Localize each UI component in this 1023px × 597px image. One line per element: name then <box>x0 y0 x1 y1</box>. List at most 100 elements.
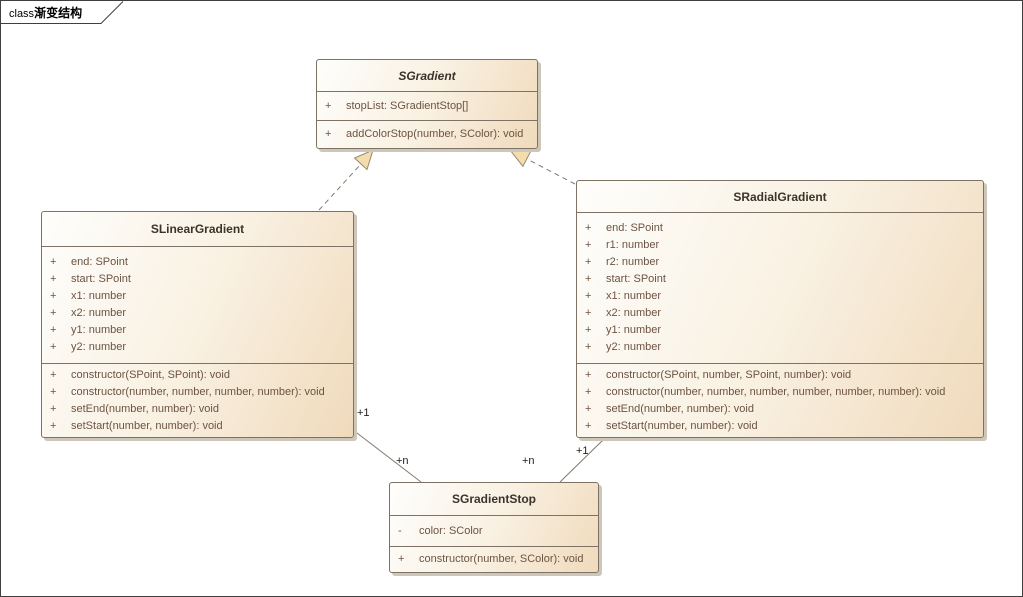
visibility-sign: + <box>585 307 592 319</box>
visibility-sign: + <box>585 290 592 302</box>
attribute-text: r1: number <box>606 239 660 251</box>
attribute-text: x1: number <box>606 290 662 302</box>
method-text: setEnd(number, number): void <box>606 402 754 415</box>
multiplicity-label-sradial-source: +1 <box>576 445 589 457</box>
attribute-text: y1: number <box>71 324 127 336</box>
method-text: constructor(number, number, number, numb… <box>71 385 325 398</box>
attribute-row: +x2: number <box>585 305 983 322</box>
class-box-sradialgradient[interactable]: SRadialGradient +end: SPoint+r1: number+… <box>576 180 984 438</box>
attribute-text: end: SPoint <box>71 256 128 268</box>
generalization-arrowhead-right <box>508 149 532 168</box>
method-row: +constructor(SPoint, SPoint): void <box>50 367 353 384</box>
visibility-sign: + <box>50 324 57 336</box>
attribute-text: color: SColor <box>419 524 483 537</box>
visibility-sign: + <box>585 368 592 381</box>
attribute-text: y1: number <box>606 324 662 336</box>
attribute-text: stopList: SGradientStop[] <box>346 99 469 112</box>
attribute-row: + start: SPoint <box>585 271 983 288</box>
methods-compartment: + addColorStop(number, SColor): void <box>317 120 537 148</box>
method-row: + addColorStop(number, SColor): void <box>325 126 537 143</box>
attributes-compartment: + end: SPoint + start: SPoint + x1: number +x2… <box>42 247 353 363</box>
visibility-sign: + <box>325 128 332 140</box>
methods-compartment: +constructor(SPoint, SPoint): void+const… <box>42 363 353 437</box>
visibility-sign: + <box>50 256 57 268</box>
attribute-row: +x2: number <box>50 305 353 322</box>
method-text: setEnd(number, number): void <box>71 402 219 415</box>
visibility-sign: - <box>398 524 402 537</box>
multiplicity-label-slinear-target: +n <box>396 455 409 467</box>
method-text: constructor(SPoint, number, SPoint, numb… <box>606 368 852 381</box>
class-box-sgradient[interactable]: SGradient + stopList: SGradientStop[] + ad… <box>316 59 538 149</box>
association-line-sradialgradient-sgradientstop[interactable] <box>559 439 604 483</box>
method-text: constructor(SPoint, SPoint): void <box>71 368 230 381</box>
method-row: + setEnd(number, number): void <box>50 401 353 418</box>
attribute-row: + r1: number <box>585 237 983 254</box>
method-text: constructor(number, SColor): void <box>419 553 584 565</box>
diagram-tab-keyword: class <box>9 8 35 20</box>
method-row: + setEnd(number, number): void <box>585 401 983 418</box>
method-text: addColorStop(number, SColor): void <box>346 128 524 140</box>
visibility-sign: + <box>398 553 405 565</box>
multiplicity-label-sradial-target: +n <box>522 455 535 467</box>
visibility-sign: + <box>50 273 57 285</box>
diagram-tab-title: class渐变结构 <box>9 4 82 21</box>
attribute-row: +y2: number <box>585 339 983 356</box>
diagram-tab-name: 渐变结构 <box>34 6 83 20</box>
class-title-sgradient: SGradient <box>317 60 537 92</box>
attribute-row: + end: SPoint <box>50 254 353 271</box>
generalization-line-sradialgradient[interactable] <box>526 158 576 185</box>
visibility-sign: + <box>585 419 592 432</box>
attribute-text: y2: number <box>71 341 127 353</box>
visibility-sign: + <box>50 290 57 302</box>
method-row: + setStart(number, number): void <box>585 418 983 435</box>
methods-compartment: + constructor(SPoint, number, SPoint, num… <box>577 363 983 437</box>
frame-tab-outline <box>1 1 124 24</box>
class-title-sradialgradient: SRadialGradient <box>577 181 983 213</box>
class-box-sgradientstop[interactable]: SGradientStop - color: SColor + constructo… <box>389 482 599 573</box>
class-box-slineargradient[interactable]: SLinearGradient + end: SPoint + start: SPoi… <box>41 211 354 438</box>
class-title-slineargradient: SLinearGradient <box>42 212 353 247</box>
visibility-sign: + <box>50 419 57 432</box>
method-text: setStart(number, number): void <box>71 419 223 432</box>
attribute-text: x1: number <box>71 290 127 302</box>
attribute-row: + y2: number <box>50 339 353 356</box>
visibility-sign: + <box>50 385 57 398</box>
attribute-row: + stopList: SGradientStop[] <box>325 98 537 115</box>
attribute-row: + y1: number <box>585 322 983 339</box>
method-row: + constructor(number, number, number, num… <box>50 384 353 401</box>
attribute-row: + x1: number <box>585 288 983 305</box>
generalization-line-slineargradient[interactable] <box>318 163 362 211</box>
visibility-sign: + <box>585 256 592 268</box>
attribute-text: start: SPoint <box>71 273 131 285</box>
method-row: + constructor(SPoint, number, SPoint, num… <box>585 367 983 384</box>
visibility-sign: + <box>325 99 332 112</box>
method-row: + constructor(number, number, number, num… <box>585 384 983 401</box>
attribute-text: start: SPoint <box>606 273 666 285</box>
class-title-sgradientstop: SGradientStop <box>390 483 598 516</box>
attributes-compartment: + end: SPoint + r1: number + r2: number + start… <box>577 213 983 363</box>
multiplicity-label-slinear-source: +1 <box>357 407 370 419</box>
visibility-sign: + <box>50 402 57 415</box>
visibility-sign: + <box>585 385 592 398</box>
association-line-slineargradient-sgradientstop[interactable] <box>352 429 422 483</box>
attribute-text: end: SPoint <box>606 222 663 234</box>
method-text: setStart(number, number): void <box>606 419 758 432</box>
visibility-sign: + <box>585 239 592 251</box>
visibility-sign: + <box>585 324 592 336</box>
methods-compartment: + constructor(number, SColor): void <box>390 546 598 572</box>
visibility-sign: + <box>585 341 592 353</box>
generalization-arrowhead-left <box>353 149 374 171</box>
attributes-compartment: - color: SColor <box>390 516 598 546</box>
visibility-sign: + <box>585 402 592 415</box>
attribute-row: + end: SPoint <box>585 220 983 237</box>
method-row: + constructor(number, SColor): void <box>398 551 598 568</box>
visibility-sign: + <box>585 222 592 234</box>
method-text: constructor(number, number, number, numb… <box>606 385 946 398</box>
attribute-text: r2: number <box>606 256 660 268</box>
attribute-row: + y1: number <box>50 322 353 339</box>
visibility-sign: + <box>50 341 57 353</box>
attribute-row: + x1: number <box>50 288 353 305</box>
visibility-sign: + <box>585 273 592 285</box>
